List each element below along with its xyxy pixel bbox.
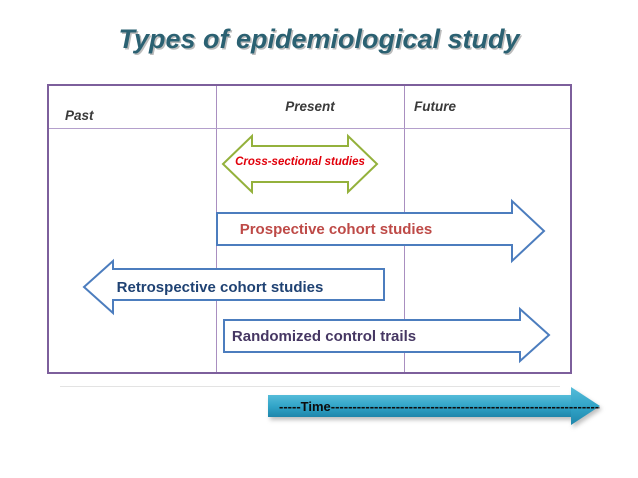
prospective-right-arrow-icon bbox=[216, 198, 546, 264]
page-title: Types of epidemiological study bbox=[118, 24, 520, 54]
table-shadow-line bbox=[60, 386, 560, 387]
randomized-right-arrow-icon bbox=[223, 306, 551, 364]
column-header-future: Future bbox=[414, 99, 456, 114]
randomized-label: Randomized control trails bbox=[231, 328, 417, 345]
column-header-past: Past bbox=[65, 108, 94, 123]
cross-sectional-double-arrow-icon bbox=[221, 133, 379, 195]
prospective-label: Prospective cohort studies bbox=[239, 221, 433, 238]
retrospective-label: Retrospective cohort studies bbox=[116, 279, 324, 296]
timeline-table: Past Present Future bbox=[47, 84, 572, 374]
time-label: -----Time-------------------------------… bbox=[279, 399, 600, 414]
time-arrow-icon bbox=[268, 387, 600, 425]
header-row-divider bbox=[49, 128, 570, 129]
cross-sectional-label: Cross-sectional studies bbox=[235, 156, 365, 168]
retrospective-left-arrow-icon bbox=[82, 258, 385, 316]
column-header-present: Present bbox=[285, 99, 335, 114]
